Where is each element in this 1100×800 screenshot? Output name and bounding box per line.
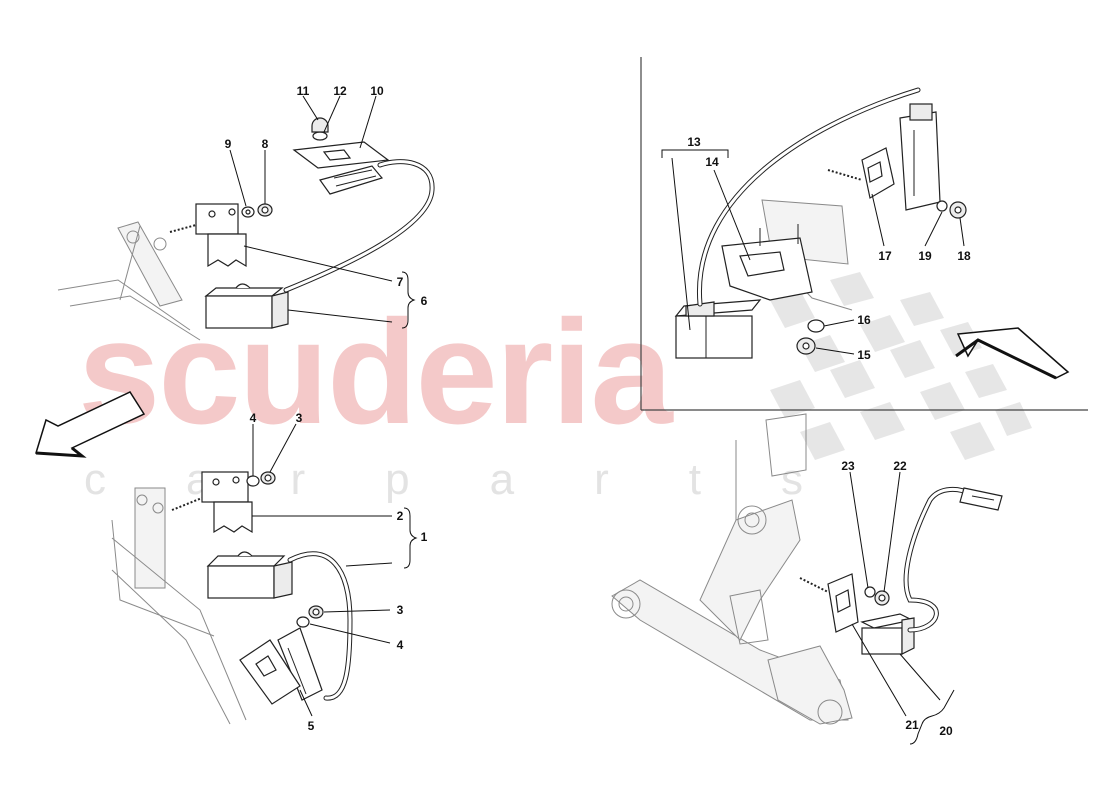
sensor-unit-1 bbox=[206, 551, 293, 599]
sensor-unit-20 bbox=[860, 613, 915, 655]
callout-11: 11 bbox=[297, 84, 310, 98]
watermark-brand: scuderia bbox=[78, 290, 673, 455]
callout-3-upper: 3 bbox=[296, 411, 303, 425]
direction-arrow-right bbox=[955, 327, 1070, 380]
leader-lines bbox=[229, 95, 965, 745]
washer-12 bbox=[312, 131, 328, 141]
callout-10: 10 bbox=[370, 84, 384, 98]
connector-clip-plate-10 bbox=[292, 141, 390, 169]
nut-15 bbox=[796, 337, 816, 355]
callout-17: 17 bbox=[878, 249, 892, 263]
callout-12: 12 bbox=[333, 84, 347, 98]
suspension-connector bbox=[959, 487, 1003, 511]
nut-3-lower bbox=[308, 605, 324, 619]
sensor-unit-6 bbox=[204, 283, 289, 329]
callout-7: 7 bbox=[397, 275, 404, 289]
bolt-11 bbox=[311, 117, 329, 133]
washer-19 bbox=[936, 200, 948, 212]
bracket-14 bbox=[721, 224, 813, 301]
callout-22: 22 bbox=[893, 459, 907, 473]
callout-8: 8 bbox=[262, 137, 269, 151]
callout-15: 15 bbox=[857, 348, 871, 362]
connector-plug-10 bbox=[319, 165, 384, 195]
callout-3-lower: 3 bbox=[397, 603, 404, 617]
direction-arrow-left bbox=[35, 391, 146, 458]
nut-3-upper bbox=[260, 471, 276, 485]
suspension-arm bbox=[611, 413, 853, 725]
sensor-unit-13 bbox=[674, 299, 762, 359]
callout-19: 19 bbox=[918, 249, 932, 263]
body-bracket-lower bbox=[111, 487, 247, 725]
sensor-bracket-7 bbox=[169, 203, 247, 268]
washer-16 bbox=[807, 319, 825, 333]
nut-22 bbox=[874, 590, 890, 606]
callout-1: 1 bbox=[421, 530, 428, 544]
inset-frame bbox=[640, 57, 1088, 411]
callout-23: 23 bbox=[841, 459, 855, 473]
washer-9 bbox=[241, 206, 255, 218]
callout-4-upper: 4 bbox=[250, 411, 257, 425]
callout-13: 13 bbox=[687, 135, 701, 149]
washer-23 bbox=[864, 586, 876, 598]
inset-connector bbox=[899, 103, 941, 211]
washer-4-upper bbox=[246, 475, 260, 487]
callout-6: 6 bbox=[421, 294, 428, 308]
callout-14: 14 bbox=[705, 155, 719, 169]
callout-20: 20 bbox=[939, 724, 953, 738]
sensor-bracket-2 bbox=[171, 471, 253, 534]
callout-18: 18 bbox=[957, 249, 971, 263]
callout-5: 5 bbox=[308, 719, 315, 733]
callout-2: 2 bbox=[397, 509, 404, 523]
washer-4-lower bbox=[296, 616, 310, 628]
callout-4-lower: 4 bbox=[397, 638, 404, 652]
callout-16: 16 bbox=[857, 313, 871, 327]
nut-18 bbox=[949, 201, 967, 219]
callout-labels: 11 12 10 9 8 7 6 4 3 2 1 3 4 5 13 14 17 … bbox=[225, 84, 971, 738]
checkered-flag-watermark bbox=[770, 272, 1032, 460]
callout-21: 21 bbox=[905, 718, 919, 732]
sensor-bracket-21 bbox=[799, 573, 859, 633]
suspension-sensor-cable bbox=[903, 487, 973, 633]
nut-8 bbox=[257, 203, 273, 217]
callout-9: 9 bbox=[225, 137, 232, 151]
clip-plate-17 bbox=[827, 147, 895, 199]
body-bracket-upper bbox=[57, 221, 201, 341]
clip-plate-5 bbox=[239, 639, 301, 705]
